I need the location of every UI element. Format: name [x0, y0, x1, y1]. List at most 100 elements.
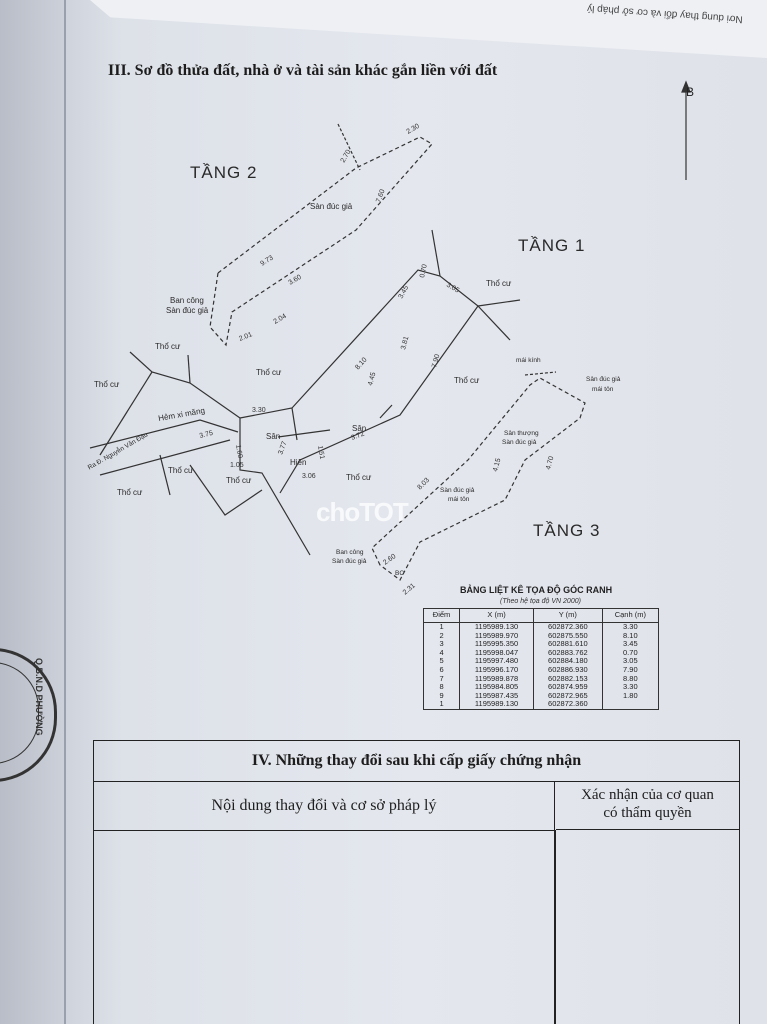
parcel-label-9: Thổ cư [346, 473, 372, 482]
y-cell: 602872.360 [533, 699, 603, 710]
floor3-balcony-slab-label: Sàn đúc giả [332, 558, 367, 565]
point-cell: 7 [422, 674, 461, 684]
yard-label: Sân [266, 432, 281, 441]
edge-cell: 3.30 [601, 683, 660, 692]
x-cell: 1195984.805 [459, 683, 535, 692]
dim-4-45: 4.45 [367, 371, 377, 386]
edge-cell: 8.10 [601, 631, 660, 641]
col-y: Y (m) [533, 608, 603, 623]
edge-cell [601, 700, 660, 710]
certificate-sheet [66, 0, 767, 1024]
table-header-row: Điểm X (m) Y (m) Cạnh (m) [422, 608, 660, 623]
edge-cell: 3.05 [601, 657, 660, 666]
parcel-label-1: Thổ cư [155, 342, 181, 351]
point-cell: 9 [422, 691, 461, 701]
parcel-label-7: Thổ cư [226, 476, 252, 485]
floor3-tin-roof-label: mái tôn [448, 496, 470, 503]
x-cell: 1195989.130 [459, 622, 535, 632]
porch-label: Hiên [290, 458, 307, 467]
x-cell: 1195989.970 [459, 631, 535, 641]
x-cell: 1195989.878 [459, 674, 535, 684]
edge-cell: 8.80 [601, 674, 660, 684]
x-cell: 1195989.130 [459, 699, 535, 710]
x-cell: 1195998.047 [459, 648, 535, 658]
floor1-outline [239, 269, 479, 494]
edge-cell: 0.70 [601, 648, 660, 658]
balcony-label: Ban công [170, 296, 204, 305]
parcel-label-6: Thổ cư [168, 466, 194, 475]
floor2-label: TẦNG 2 [190, 163, 258, 182]
authority-line2: có thẩm quyền [603, 805, 692, 821]
dim-7-90: 7.90 [431, 353, 441, 368]
x-cell: 1195996.170 [459, 665, 535, 675]
x-cell: 1195987.435 [459, 691, 535, 701]
dim-1-51: 1.51 [316, 445, 325, 460]
dim-9-73: 9.73 [259, 254, 274, 267]
glass-roof-label: mái kính [516, 357, 541, 364]
changes-content-header: Nội dung thay đổi và cơ sở pháp lý [94, 782, 555, 831]
x-cell: 1195997.480 [459, 657, 535, 666]
yard-label-2: Sân [352, 424, 367, 433]
dim-2-04: 2.04 [273, 313, 288, 326]
point-cell: 4 [422, 648, 461, 658]
edge-cell: 1.80 [601, 691, 660, 701]
bc-label: BC [395, 570, 405, 577]
col-edge: Cạnh (m) [601, 608, 660, 623]
parcel-label-3: Thổ cư [256, 368, 282, 377]
point-cell: 1 [422, 622, 461, 632]
authority-line1: Xác nhận của cơ quan [581, 787, 714, 803]
section3-title: III. Sơ đồ thửa đất, nhà ở và tài sản kh… [108, 62, 498, 79]
authority-confirmation-header: Xác nhận của cơ quan có thẩm quyền [556, 782, 739, 830]
dim-0-70: 0.70 [419, 264, 429, 279]
dim-3-45: 3.45 [398, 285, 411, 300]
dim-3-72: 3.72 [350, 431, 365, 442]
x-cell: 1195995.350 [459, 640, 535, 649]
dim-3-81: 3.81 [400, 335, 410, 350]
point-cell: 1 [422, 699, 461, 710]
coord-table-title: BẢNG LIỆT KÊ TỌA ĐỘ GÓC RANH [460, 585, 613, 595]
stamp-text: Q.B.N.D PHƯỜNG [34, 658, 44, 736]
left-page-edge [0, 0, 66, 1024]
floor3-label: TẦNG 3 [533, 521, 601, 540]
dim-4-70: 4.70 [545, 455, 555, 470]
parcel-label-2: Thổ cư [94, 380, 120, 389]
terrace-slab-label: Sàn đúc giả [502, 439, 537, 446]
floor2-outline [209, 136, 433, 347]
section4-changes-table: IV. Những thay đổi sau khi cấp giấy chứn… [93, 740, 740, 1024]
dim-3-77: 3.77 [277, 440, 288, 455]
tin-roof-label: mái tôn [592, 386, 614, 393]
point-cell: 5 [422, 657, 461, 666]
roof-slab-label: Sân đúc giả [586, 376, 621, 383]
col-point: Điểm [422, 608, 461, 623]
dim-1-60: 1.60 [234, 444, 243, 459]
edge-cell: 3.30 [601, 622, 660, 632]
dim-2-70: 2.70 [340, 149, 353, 164]
dim-1-05: 1.05 [230, 462, 244, 469]
point-cell: 2 [422, 631, 461, 641]
dim-2-01: 2.01 [238, 331, 253, 343]
parcel-label-5: Thổ cư [454, 376, 480, 385]
edge-cell: 3.45 [601, 640, 660, 649]
dim-3-06: 3.06 [302, 473, 316, 480]
edge-cell: 7.90 [601, 665, 660, 675]
point-cell: 6 [422, 665, 461, 675]
floor1-label: TẦNG 1 [518, 236, 586, 255]
point-cell: 3 [422, 640, 461, 649]
floor3-balcony-label: Ban công [336, 549, 364, 556]
floor3-outline [371, 377, 586, 581]
parcel-label-8: Thổ cư [117, 488, 143, 497]
floor3-slab-label: Sàn đúc giả [440, 487, 475, 494]
parcel-label-4: Thổ cư [486, 279, 512, 288]
section4-title: IV. Những thay đổi sau khi cấp giấy chứn… [94, 741, 739, 782]
dim-3-75: 3.75 [199, 430, 214, 440]
